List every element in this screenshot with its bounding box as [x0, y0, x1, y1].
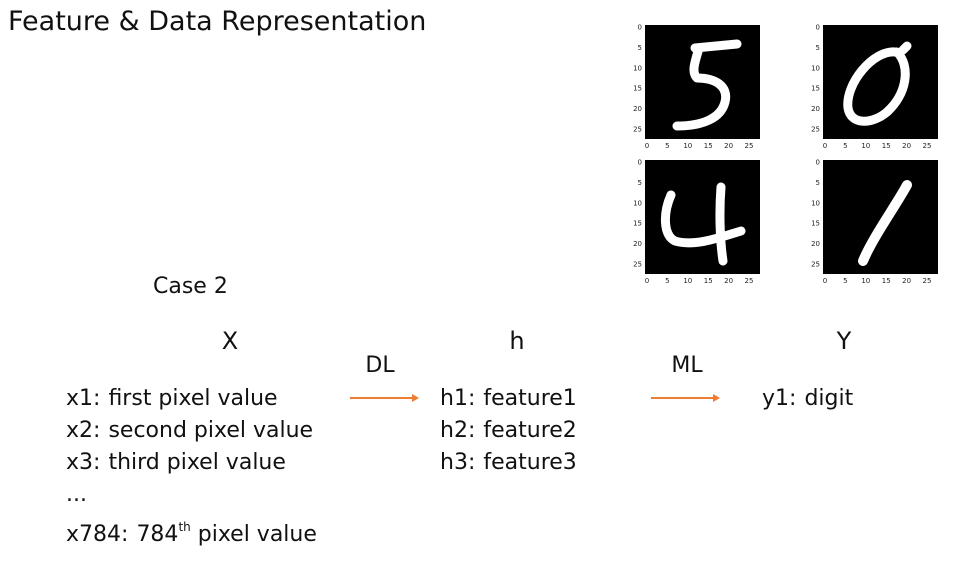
y-tick-label: 20: [633, 105, 642, 113]
x-tick-label: 25: [923, 277, 932, 285]
y-tick-label: 20: [811, 240, 820, 248]
y-tick-label: 25: [633, 126, 642, 134]
y-tick-label: 15: [633, 85, 642, 93]
x-line-3: x3:third pixel value: [66, 450, 286, 475]
x-tick-label: 5: [665, 142, 669, 150]
h-line-2: h2:feature2: [440, 418, 577, 443]
y-tick-label: 0: [638, 24, 642, 32]
arrow-label-ml: ML: [671, 353, 703, 378]
x-line-last: x784:784th pixel value: [66, 520, 317, 547]
x-ellipsis: ...: [66, 482, 87, 507]
arrow-ml: [651, 394, 720, 402]
x-tick-label: 5: [843, 277, 847, 285]
x-tick-label: 0: [823, 277, 827, 285]
x-tick-label: 10: [683, 142, 692, 150]
h-line-1: h1:feature1: [440, 386, 577, 411]
image-bg: [823, 25, 938, 139]
y-tick-label: 10: [633, 199, 642, 207]
y-tick-label: 5: [816, 179, 820, 187]
x-tick-label: 20: [902, 277, 911, 285]
y-tick-label: 20: [811, 105, 820, 113]
y-tick-label: 20: [633, 240, 642, 248]
x-tick-label: 20: [902, 142, 911, 150]
x-tick-label: 10: [683, 277, 692, 285]
x-line-1: x1:first pixel value: [66, 386, 278, 411]
header-y: Y: [836, 327, 852, 355]
y-tick-label: 10: [811, 199, 820, 207]
y-tick-label: 5: [638, 179, 642, 187]
y-tick-label: 25: [811, 126, 820, 134]
h-column: h1:feature1 h2:feature2 h3:feature3: [440, 383, 577, 479]
x-tick-label: 15: [704, 142, 713, 150]
x-tick-label: 25: [923, 142, 932, 150]
x-line-2: x2:second pixel value: [66, 418, 314, 443]
digit-stroke: [858, 180, 912, 266]
x-tick-label: 10: [861, 142, 870, 150]
x-tick-label: 25: [745, 142, 754, 150]
page-title: Feature & Data Representation: [8, 6, 427, 37]
case-label: Case 2: [153, 274, 228, 299]
x-tick-label: 5: [843, 142, 847, 150]
x-tick-label: 10: [861, 277, 870, 285]
y-tick-label: 15: [811, 220, 820, 228]
x-column: x1:first pixel value x2:second pixel val…: [66, 383, 317, 551]
y-tick-label: 15: [811, 85, 820, 93]
y-tick-label: 15: [633, 220, 642, 228]
x-tick-label: 15: [882, 277, 891, 285]
y-tick-label: 0: [816, 159, 820, 167]
y-tick-label: 0: [816, 24, 820, 32]
x-tick-label: 15: [704, 277, 713, 285]
y-tick-label: 25: [633, 261, 642, 269]
h-line-3: h3:feature3: [440, 450, 577, 475]
y-tick-label: 25: [811, 261, 820, 269]
digit-stroke: [661, 182, 746, 266]
y-line-1: y1:digit: [762, 386, 854, 411]
y-column: y1:digit: [762, 383, 853, 415]
x-tick-label: 15: [882, 142, 891, 150]
arrow-dl: [350, 394, 419, 402]
y-tick-label: 5: [816, 44, 820, 52]
arrow-label-dl: DL: [365, 353, 395, 378]
header-x: X: [221, 327, 239, 355]
y-tick-label: 5: [638, 44, 642, 52]
x-tick-label: 0: [823, 142, 827, 150]
x-tick-label: 0: [645, 142, 649, 150]
y-tick-label: 0: [638, 159, 642, 167]
x-tick-label: 0: [645, 277, 649, 285]
header-h: h: [509, 327, 525, 355]
x-tick-label: 5: [665, 277, 669, 285]
image-bg: [823, 160, 938, 274]
y-tick-label: 10: [633, 64, 642, 72]
x-tick-label: 20: [724, 142, 733, 150]
x-tick-label: 25: [745, 277, 754, 285]
x-tick-label: 20: [724, 277, 733, 285]
y-tick-label: 10: [811, 64, 820, 72]
digit-stroke: [672, 39, 742, 131]
digit-stroke: [843, 41, 912, 126]
